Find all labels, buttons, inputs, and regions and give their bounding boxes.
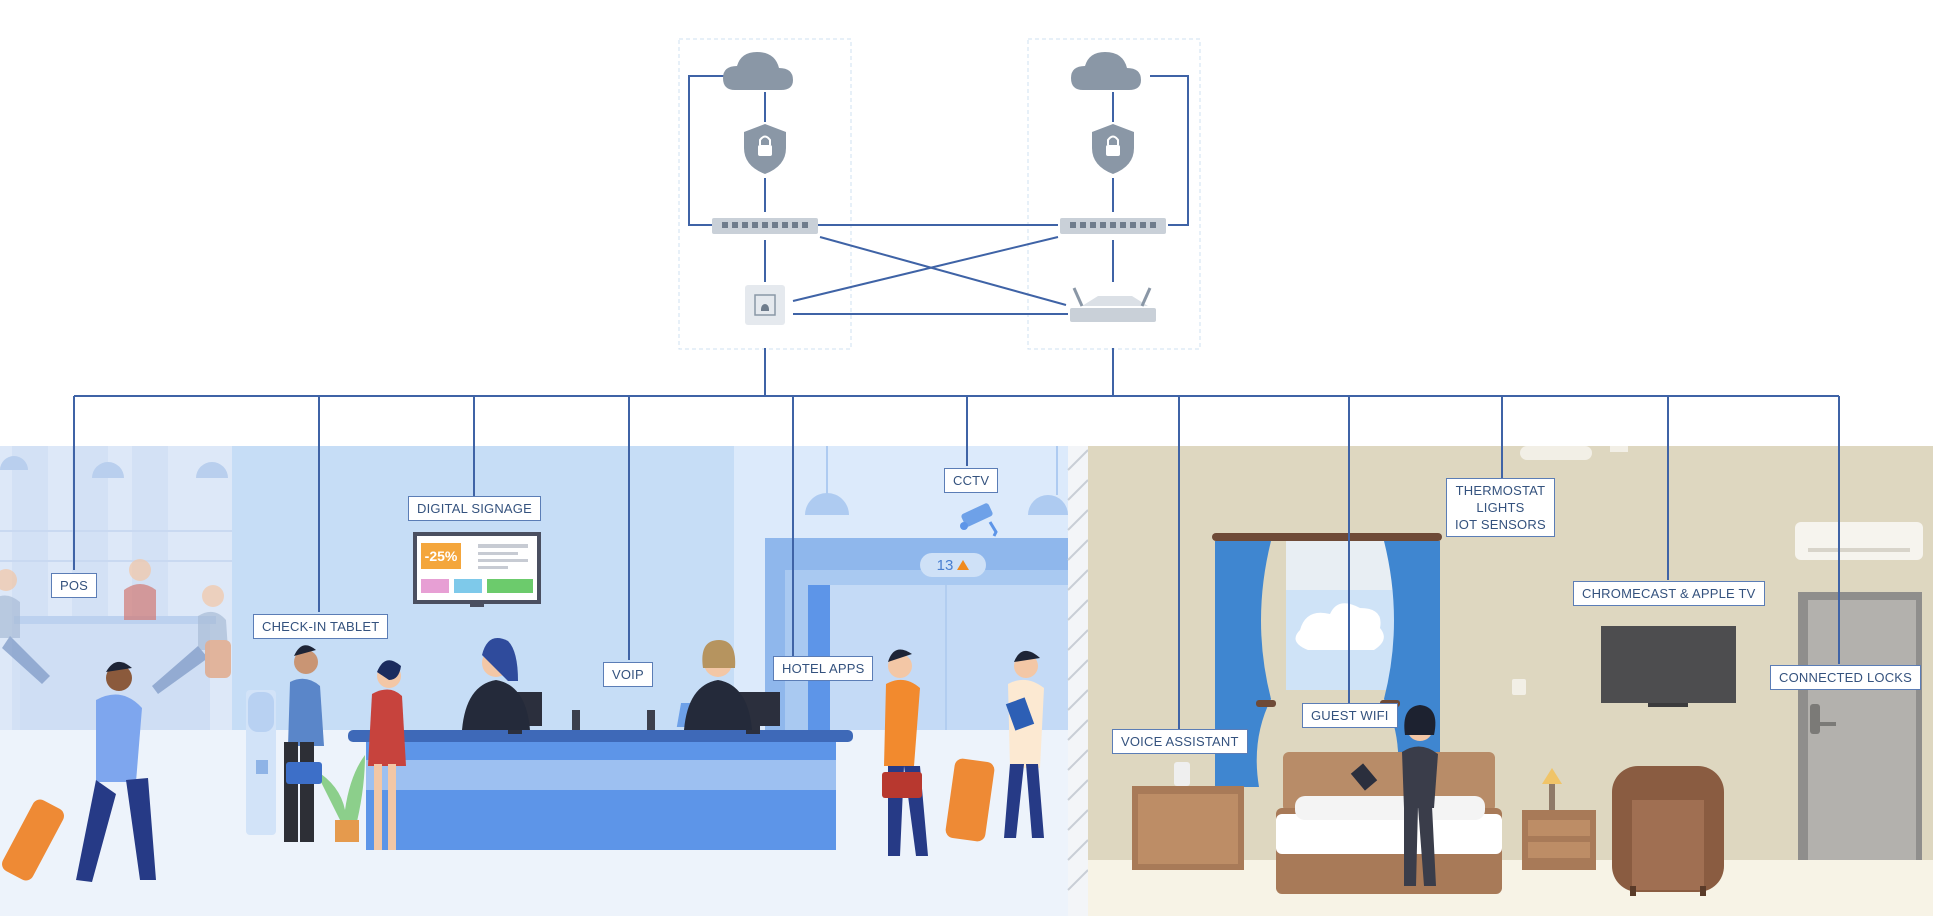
label-digital-signage: DIGITAL SIGNAGE bbox=[408, 496, 541, 521]
label-pos: POS bbox=[51, 573, 98, 598]
router-icon bbox=[1070, 287, 1156, 322]
network-switch-icon bbox=[712, 218, 818, 234]
cloud-icon bbox=[723, 52, 793, 90]
network-switch-icon bbox=[1060, 218, 1166, 234]
access-point-icon bbox=[745, 285, 785, 325]
elevator-up-arrow-icon bbox=[957, 560, 970, 570]
label-connected-locks: CONNECTED LOCKS bbox=[1770, 665, 1922, 690]
elevator-floor-number: 13 bbox=[936, 556, 954, 574]
guest-room-scene bbox=[1088, 446, 1933, 916]
network-links bbox=[73, 75, 1840, 730]
label-iot-sensors: IOT SENSORS bbox=[1455, 517, 1546, 532]
label-check-in-tablet: CHECK-IN TABLET bbox=[253, 614, 389, 639]
label-thermostat: THERMOSTAT bbox=[1455, 483, 1546, 498]
label-lights: LIGHTS bbox=[1476, 500, 1525, 515]
label-voice-assistant: VOICE ASSISTANT bbox=[1112, 729, 1248, 754]
shield-lock-icon bbox=[1092, 124, 1134, 174]
signage-discount: -25% bbox=[421, 543, 461, 569]
label-voip: VOIP bbox=[603, 662, 653, 687]
label-cctv: CCTV bbox=[944, 468, 999, 493]
security-camera-icon bbox=[960, 503, 998, 537]
elevator-floor-indicator: 13 bbox=[920, 553, 986, 577]
label-chromecast-apple-tv: CHROMECAST & APPLE TV bbox=[1573, 581, 1765, 606]
lobby-scene bbox=[0, 446, 1089, 916]
label-guest-wifi: GUEST WIFI bbox=[1302, 703, 1398, 728]
label-thermostat-lights-iot: THERMOSTAT LIGHTS IOT SENSORS bbox=[1446, 478, 1555, 537]
cloud-icon bbox=[1071, 52, 1141, 90]
label-hotel-apps: HOTEL APPS bbox=[773, 656, 874, 681]
shield-lock-icon bbox=[744, 124, 786, 174]
